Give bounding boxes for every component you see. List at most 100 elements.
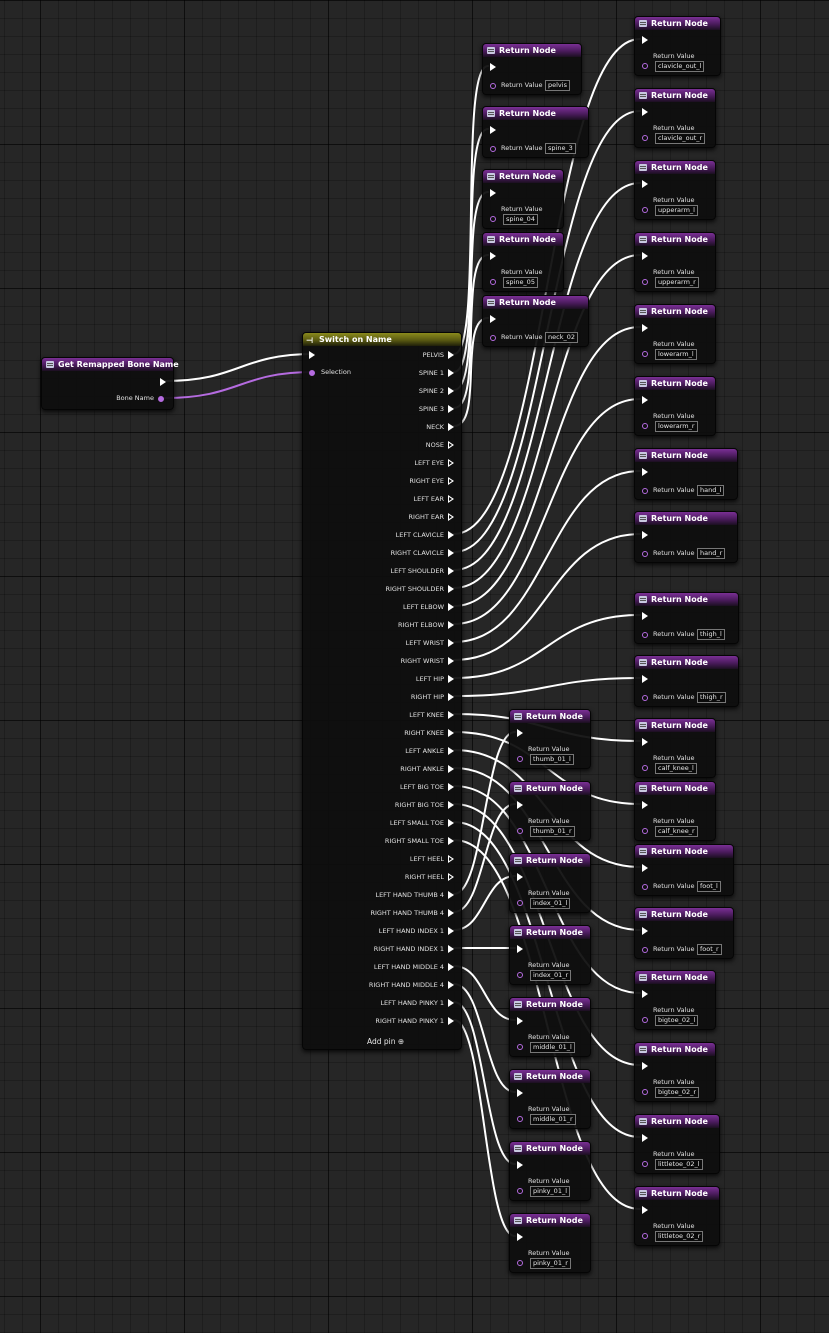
exec-input-pin[interactable]	[517, 1017, 523, 1025]
exec-input-pin[interactable]	[517, 1233, 523, 1241]
exec-input-pin[interactable]	[517, 801, 523, 809]
exec-input-pin[interactable]	[642, 738, 648, 746]
return-value-pin[interactable]	[642, 1017, 648, 1023]
selection-input-pin[interactable]	[309, 370, 315, 376]
exec-input-pin[interactable]	[642, 927, 648, 935]
exec-input-pin[interactable]	[517, 729, 523, 737]
switch-exec-pin[interactable]	[448, 459, 454, 467]
return-value-field[interactable]: lowerarm_r	[655, 421, 698, 432]
return-value-pin[interactable]	[490, 216, 496, 222]
exec-input-pin[interactable]	[490, 315, 496, 323]
switch-exec-pin[interactable]	[448, 1017, 454, 1025]
return-value-pin[interactable]	[642, 63, 648, 69]
return-value-pin[interactable]	[517, 756, 523, 762]
switch-exec-pin[interactable]	[448, 999, 454, 1007]
exec-input-pin[interactable]	[642, 1134, 648, 1142]
exec-input-pin[interactable]	[642, 468, 648, 476]
return-value-pin[interactable]	[517, 900, 523, 906]
return-value-pin[interactable]	[642, 884, 648, 890]
exec-input-pin[interactable]	[490, 126, 496, 134]
return-value-field[interactable]: foot_r	[697, 944, 722, 955]
switch-exec-pin[interactable]	[448, 837, 454, 845]
return-value-pin[interactable]	[517, 1116, 523, 1122]
switch-exec-pin[interactable]	[448, 675, 454, 683]
return-value-field[interactable]: index_01_l	[530, 898, 571, 909]
exec-input-pin[interactable]	[490, 189, 496, 197]
exec-input-pin[interactable]	[642, 531, 648, 539]
return-value-field[interactable]: bigtoe_02_l	[655, 1015, 699, 1026]
exec-input-pin[interactable]	[517, 1089, 523, 1097]
return-value-field[interactable]: lowerarm_l	[655, 349, 697, 360]
return-value-field[interactable]: spine_04	[503, 214, 538, 225]
return-value-pin[interactable]	[642, 947, 648, 953]
switch-exec-pin[interactable]	[448, 945, 454, 953]
return-value-pin[interactable]	[642, 828, 648, 834]
exec-input-pin[interactable]	[517, 1161, 523, 1169]
switch-exec-pin[interactable]	[448, 549, 454, 557]
return-value-pin[interactable]	[642, 1161, 648, 1167]
exec-input-pin[interactable]	[642, 180, 648, 188]
return-value-field[interactable]: index_01_r	[530, 970, 572, 981]
return-value-pin[interactable]	[517, 1260, 523, 1266]
switch-exec-pin[interactable]	[448, 981, 454, 989]
switch-exec-pin[interactable]	[448, 351, 454, 359]
return-value-field[interactable]: pelvis	[545, 80, 570, 91]
return-value-pin[interactable]	[517, 828, 523, 834]
add-pin-button[interactable]: Add pin ⊕	[367, 1037, 404, 1046]
switch-exec-pin[interactable]	[448, 909, 454, 917]
exec-input-pin[interactable]	[642, 801, 648, 809]
switch-exec-pin[interactable]	[448, 747, 454, 755]
switch-exec-pin[interactable]	[448, 693, 454, 701]
switch-exec-pin[interactable]	[448, 585, 454, 593]
return-value-field[interactable]: neck_02	[545, 332, 578, 343]
return-value-pin[interactable]	[517, 1188, 523, 1194]
return-value-pin[interactable]	[642, 765, 648, 771]
switch-exec-pin[interactable]	[448, 729, 454, 737]
return-value-pin[interactable]	[642, 135, 648, 141]
exec-input-pin[interactable]	[517, 945, 523, 953]
exec-input-pin[interactable]	[517, 873, 523, 881]
return-value-field[interactable]: bigtoe_02_r	[655, 1087, 700, 1098]
switch-exec-pin[interactable]	[448, 495, 454, 503]
switch-exec-pin[interactable]	[448, 477, 454, 485]
exec-input-pin[interactable]	[490, 63, 496, 71]
exec-input-pin[interactable]	[642, 1206, 648, 1214]
switch-exec-pin[interactable]	[448, 639, 454, 647]
return-value-pin[interactable]	[642, 551, 648, 557]
return-value-field[interactable]: middle_01_r	[530, 1114, 576, 1125]
switch-exec-pin[interactable]	[448, 387, 454, 395]
exec-input-pin[interactable]	[642, 36, 648, 44]
return-value-field[interactable]: littletoe_02_r	[655, 1231, 704, 1242]
switch-exec-pin[interactable]	[448, 873, 454, 881]
return-value-pin[interactable]	[642, 351, 648, 357]
exec-input-pin[interactable]	[642, 252, 648, 260]
return-value-field[interactable]: littletoe_02_l	[655, 1159, 703, 1170]
return-value-field[interactable]: spine_3	[545, 143, 576, 154]
switch-exec-pin[interactable]	[448, 621, 454, 629]
return-value-pin[interactable]	[642, 423, 648, 429]
return-value-field[interactable]: foot_l	[697, 881, 721, 892]
switch-exec-pin[interactable]	[448, 531, 454, 539]
return-value-pin[interactable]	[642, 1233, 648, 1239]
switch-exec-pin[interactable]	[448, 567, 454, 575]
